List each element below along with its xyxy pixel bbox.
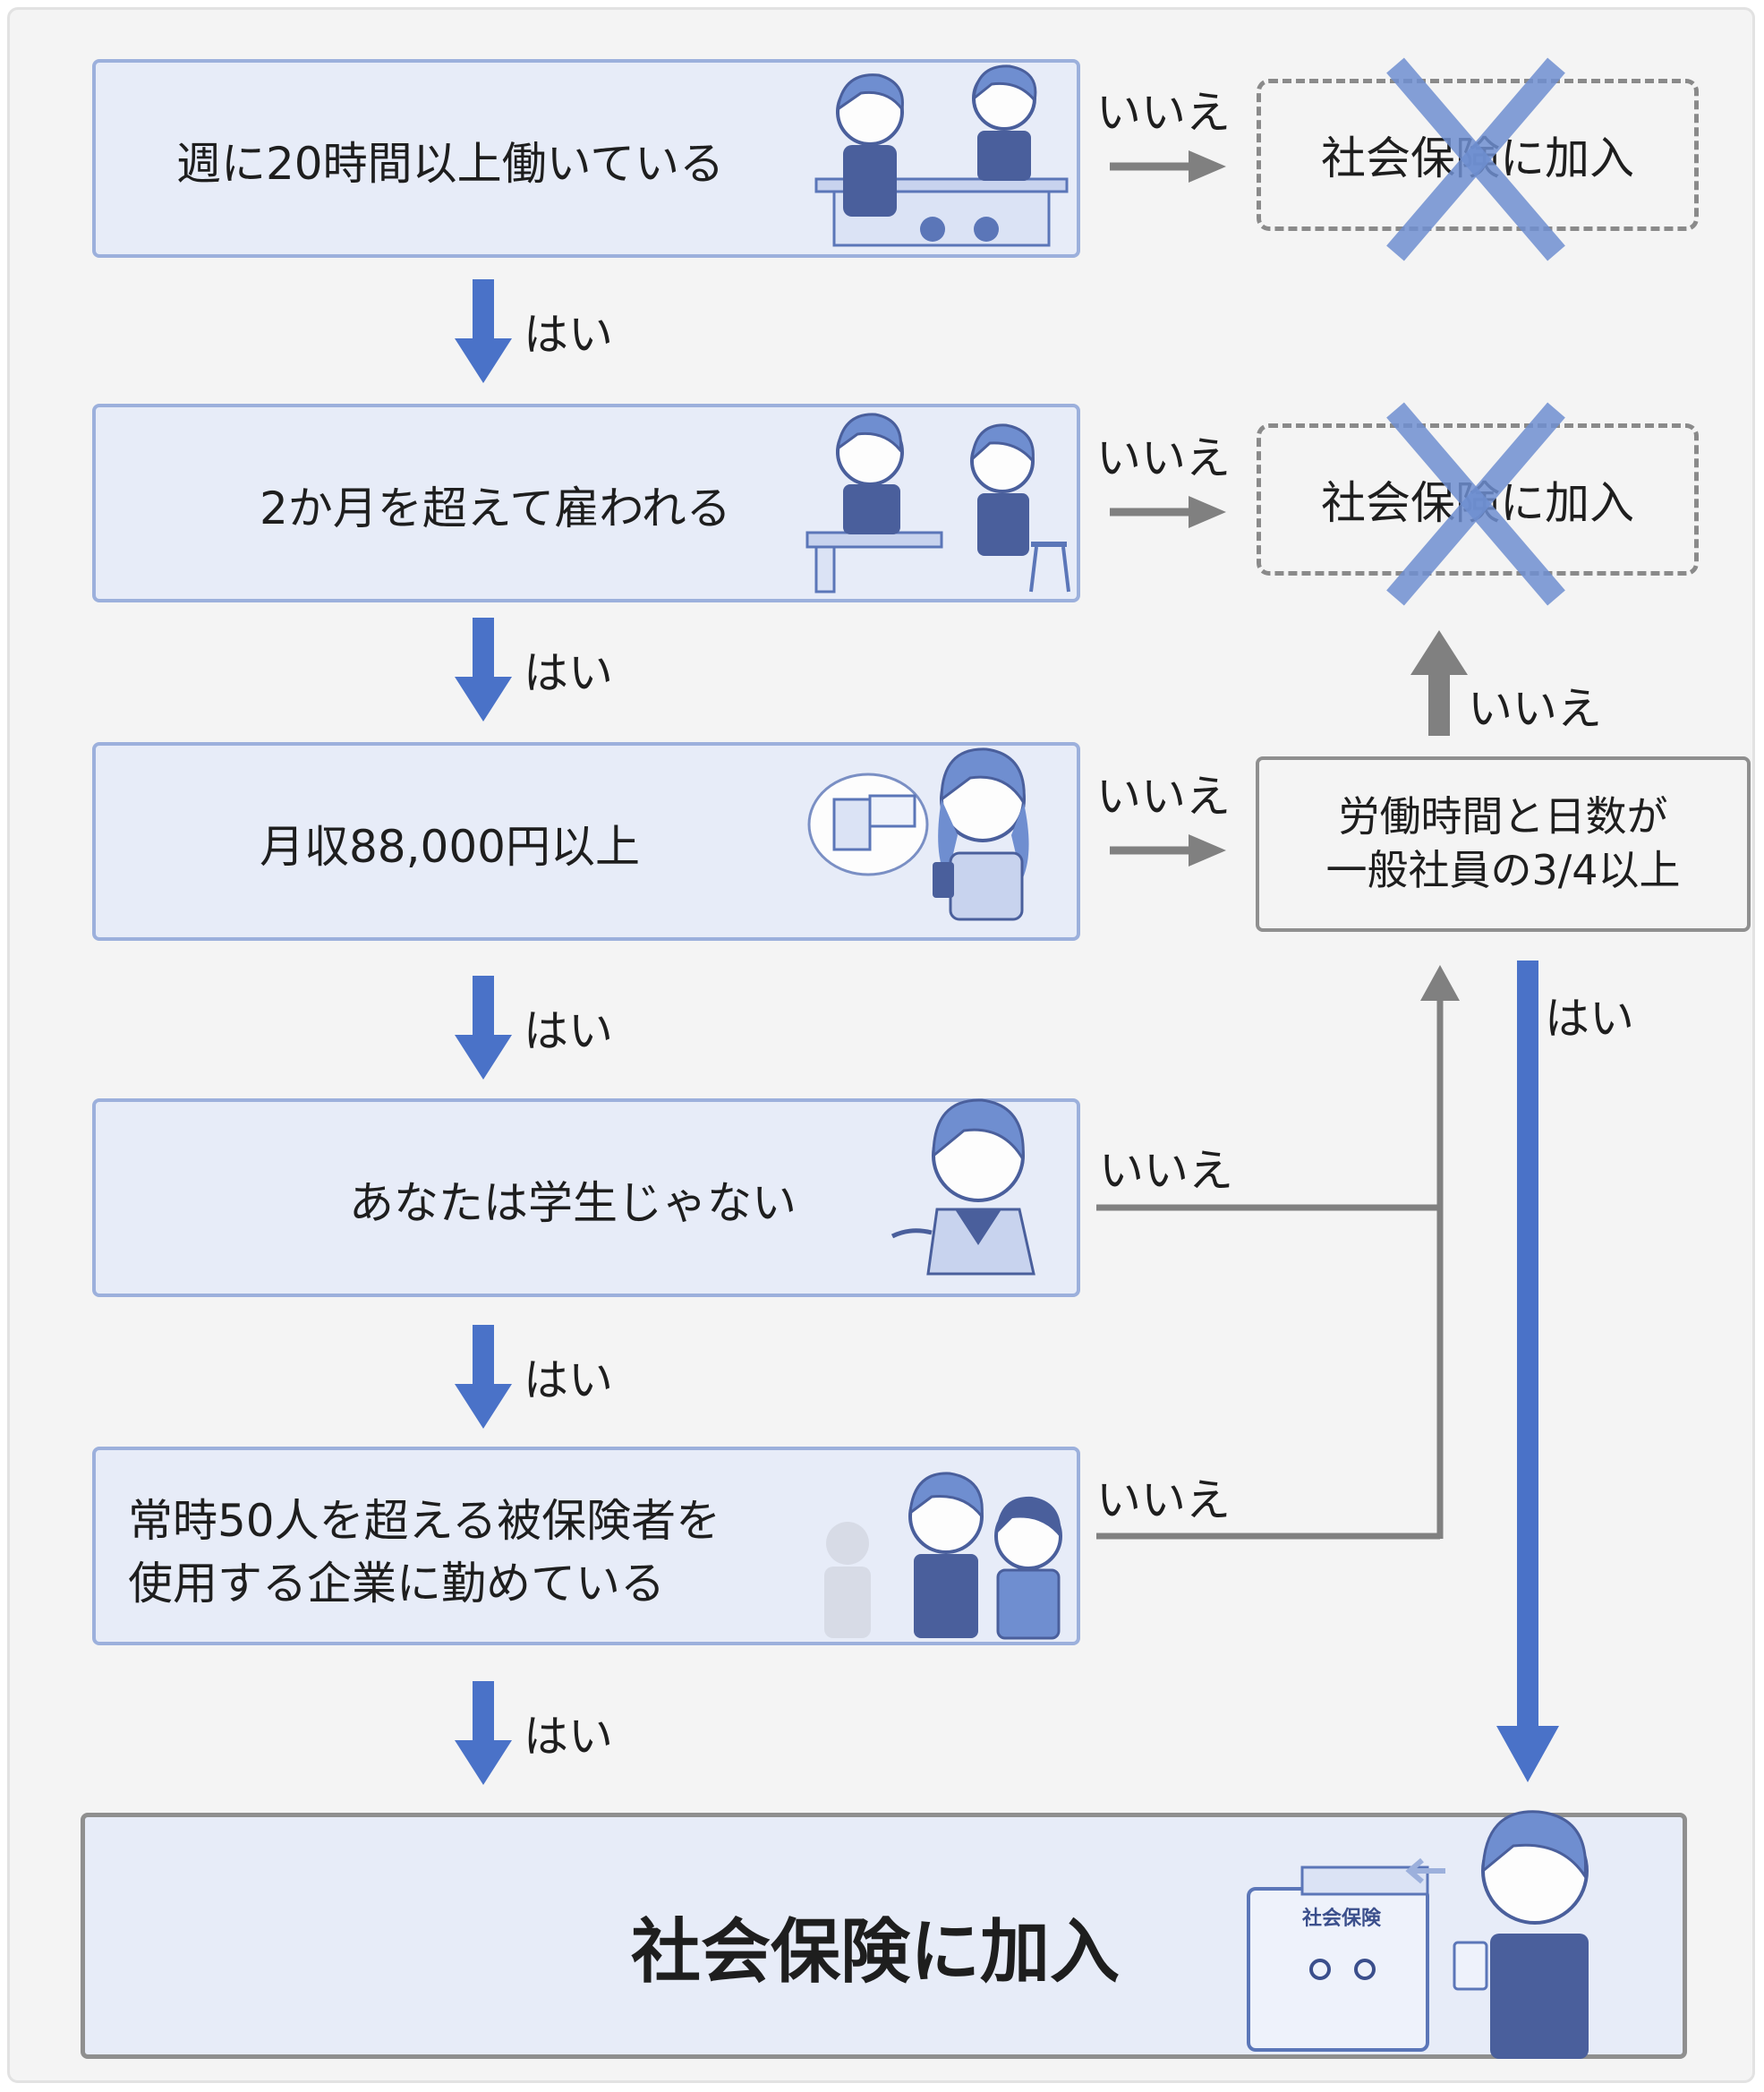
yes-arrow-5 — [455, 1681, 512, 1785]
no-label-check: いいえ — [1468, 683, 1602, 735]
no-label-q4: いいえ — [1099, 1145, 1233, 1197]
no-label-q5: いいえ — [1096, 1474, 1231, 1526]
yes-arrow-2 — [455, 618, 512, 722]
question-text-not-student: あなたは学生じゃない — [349, 1177, 797, 1229]
cross-icon — [1386, 57, 1565, 261]
office-worker-mailbox-icon: 社会保険 — [1247, 1810, 1589, 2059]
question-box-weekly-hours: 週に20時間以上働いている — [92, 59, 1080, 258]
mailbox-label: 社会保険 — [1302, 1907, 1382, 1930]
yes-arrow-4 — [455, 1325, 512, 1429]
no-arrow-q1 — [1110, 150, 1226, 183]
salary-thinking-icon — [807, 747, 1029, 921]
no-arrow-q3 — [1110, 834, 1226, 867]
no-label-q3: いいえ — [1096, 771, 1231, 823]
yes-label-5: はい — [524, 1711, 613, 1763]
question-text-weekly-hours: 週に20時間以上働いている — [176, 138, 725, 190]
question-text-employment-period: 2か月を超えて雇われる — [260, 482, 731, 534]
no-connector-q5 — [1096, 965, 1460, 1540]
question-text-company-size-2: 使用する企業に勤めている — [128, 1558, 665, 1610]
question-box-not-student: あなたは学生じゃない — [92, 1098, 1080, 1297]
flowchart-background — [7, 7, 1755, 2083]
final-enrolled-text: 社会保険に加入 — [631, 1912, 1121, 1993]
check-line-1: 労働時間と日数が — [1338, 792, 1668, 841]
question-box-employment-period: 2か月を超えて雇われる — [92, 404, 1080, 602]
yes-label-4: はい — [524, 1354, 613, 1406]
company-employees-icon — [824, 1472, 1062, 1640]
yes-label-2: はい — [524, 647, 613, 699]
yes-arrow-3 — [455, 976, 512, 1080]
job-interview-icon — [805, 413, 1070, 593]
no-arrow-q2 — [1110, 496, 1226, 528]
student-icon — [891, 1098, 1035, 1276]
not-enrolled-box-1: 社会保険に加入 — [1257, 57, 1699, 261]
question-box-company-size: 常時50人を超える被保険者を 使用する企業に勤めている — [92, 1447, 1080, 1645]
check-line-2: 一般社員の3/4以上 — [1325, 846, 1681, 894]
working-hours-check-box: 労働時間と日数が 一般社員の3/4以上 — [1256, 756, 1751, 932]
no-arrow-up-check — [1410, 630, 1468, 736]
question-text-monthly-income: 月収88,000円以上 — [260, 821, 640, 873]
yes-arrow-long — [1496, 961, 1559, 1782]
yes-label-1: はい — [524, 309, 613, 361]
question-text-company-size-1: 常時50人を超える被保険者を — [128, 1495, 721, 1547]
final-enrolled-box: 社会保険に加入 社会保険 — [81, 1810, 1687, 2059]
no-label-q2: いいえ — [1096, 432, 1231, 484]
yes-arrow-1 — [455, 279, 512, 383]
question-box-monthly-income: 月収88,000円以上 — [92, 742, 1080, 941]
cross-icon — [1386, 402, 1565, 606]
yes-label-3: はい — [524, 1005, 613, 1057]
not-enrolled-box-2: 社会保険に加入 — [1257, 402, 1699, 606]
no-label-q1: いいえ — [1096, 87, 1231, 139]
no-connector-q4 — [1096, 1204, 1440, 1211]
cafe-staff-icon — [814, 64, 1069, 247]
yes-label-long: はい — [1545, 993, 1634, 1045]
